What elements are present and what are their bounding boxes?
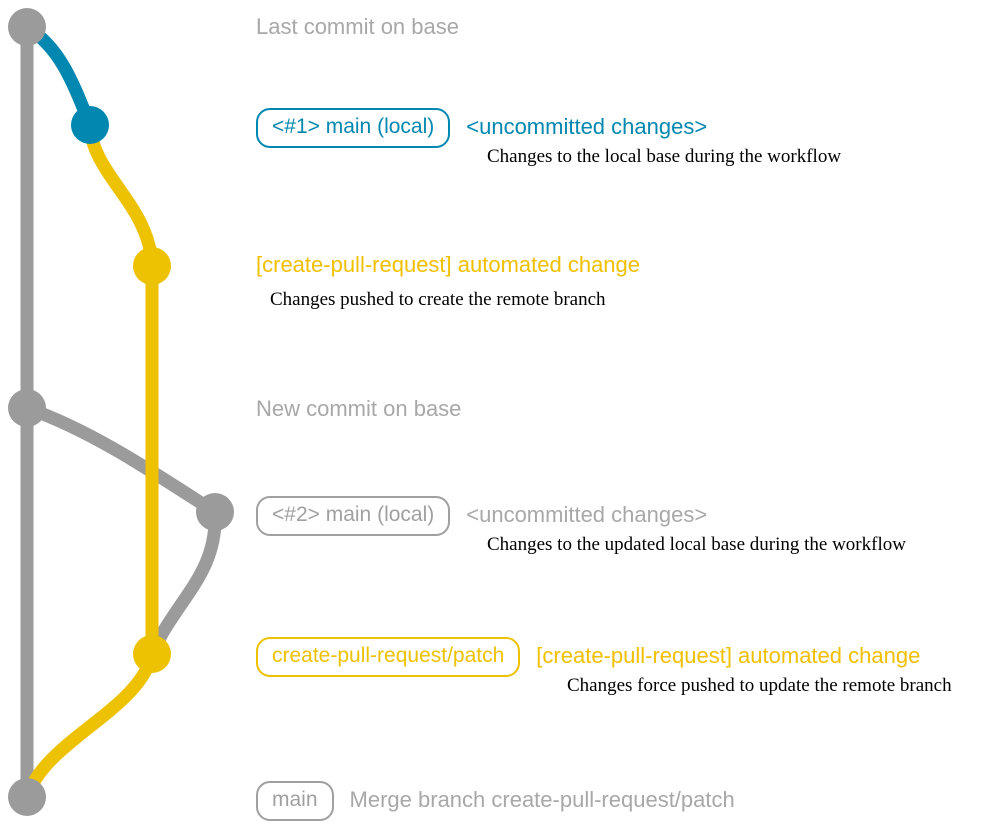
commit-body-patch-commit-1: Changes pushed to create the remote bran… [270,289,606,310]
commit-row-last-commit-on-base: Last commit on base [256,14,459,40]
commit-node-patch-commit-1[interactable] [133,247,171,285]
commit-subject-new-commit-on-base: New commit on base [256,396,462,421]
commit-node-new-commit-on-base[interactable] [8,389,46,427]
commit-subject-patch-commit-1: [create-pull-request] automated change [256,252,641,277]
base-to-local2-line [20,401,222,519]
commit-body-patch-commit-2: Changes force pushed to update the remot… [567,675,952,696]
commit-row-patch-commit-2: create-pull-request/patch [create-pull-r… [256,637,920,677]
local1-to-patch1-line [83,118,159,273]
commit-subject-local-commit-2: <uncommitted changes> [466,502,708,527]
local2-to-patch2-line [145,505,222,661]
commit-body-local-commit-1: Changes to the local base during the wor… [487,146,842,167]
commit-node-merge-commit[interactable] [8,778,46,816]
commit-subject-patch-commit-2: [create-pull-request] automated change [536,643,921,668]
commit-row-new-commit-on-base: New commit on base [256,396,461,422]
commit-node-patch-commit-2[interactable] [133,635,171,673]
commit-subject-last-commit-on-base: Last commit on base [256,14,459,39]
commit-row-local-commit-1: <#1> main (local) <uncommitted changes> [256,108,707,148]
patch2-to-merge-line [20,647,159,804]
commit-subject-local-commit-1: <uncommitted changes> [466,114,708,139]
commit-body-local-commit-2: Changes to the updated local base during… [487,534,906,555]
commit-row-local-commit-2: <#2> main (local) <uncommitted changes> [256,496,707,536]
commit-row-patch-commit-1: [create-pull-request] automated change [256,252,640,278]
commit-row-merge-commit: main Merge branch create-pull-request/pa… [256,781,735,821]
branch-badge-create-pull-request-patch[interactable]: create-pull-request/patch [256,637,521,677]
commit-subject-merge-commit: Merge branch create-pull-request/patch [349,787,735,812]
branch-badge-local-main-2[interactable]: <#2> main (local) [256,496,451,536]
commit-node-local-commit-2[interactable] [196,493,234,531]
branch-badge-local-main-1[interactable]: <#1> main (local) [256,108,451,148]
commit-node-last-commit-on-base[interactable] [8,8,46,46]
branch-badge-main[interactable]: main [256,781,334,821]
commit-node-local-commit-1[interactable] [71,106,109,144]
